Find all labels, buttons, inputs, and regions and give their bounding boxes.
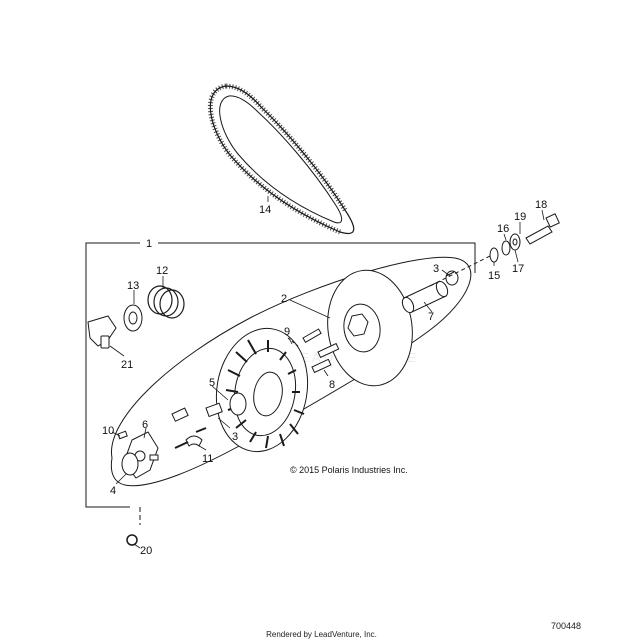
fixed-sheave — [327, 269, 413, 387]
callout-19: 19 — [514, 211, 526, 223]
callout-4: 4 — [110, 485, 116, 497]
callout-14: 14 — [259, 204, 271, 216]
callout-10: 10 — [102, 425, 114, 437]
callout-15: 15 — [488, 270, 500, 282]
leader-lines — [109, 196, 545, 549]
drive-belt — [207, 83, 355, 235]
callout-3b: 3 — [232, 431, 238, 443]
shaft-bushing — [401, 280, 449, 314]
callout-20: 20 — [140, 545, 152, 557]
callout-5: 5 — [209, 377, 215, 389]
callout-18: 18 — [535, 199, 547, 211]
housing-outline — [110, 256, 472, 487]
callout-11: 11 — [202, 453, 213, 465]
callout-16: 16 — [497, 223, 509, 235]
roller-pins — [287, 328, 340, 374]
washer — [123, 304, 143, 332]
spring — [147, 285, 185, 319]
moveable-sheave — [215, 327, 309, 453]
callout-3a: 3 — [433, 263, 439, 275]
copyright-notice: © 2015 Polaris Industries Inc. — [290, 465, 408, 475]
shift-bracket — [87, 315, 117, 349]
cover-plate — [121, 452, 139, 476]
callout-17: 17 — [512, 263, 524, 275]
roller-lower — [171, 402, 223, 449]
callouts: 1 2 3 3 4 5 6 7 8 9 10 11 12 13 14 15 16… — [102, 199, 547, 557]
catalog-number: 700448 — [550, 621, 581, 631]
callout-8: 8 — [329, 379, 335, 391]
hardware-stack — [429, 213, 560, 287]
callout-13: 13 — [127, 280, 139, 292]
callout-2: 2 — [281, 293, 287, 305]
callout-6: 6 — [142, 419, 148, 431]
callout-7: 7 — [428, 311, 434, 323]
render-credit: Rendered by LeadVenture, Inc. — [266, 630, 377, 639]
callout-21: 21 — [121, 359, 133, 371]
callout-9: 9 — [284, 326, 290, 338]
snap-ring — [126, 534, 138, 546]
callout-1: 1 — [146, 238, 152, 250]
callout-12: 12 — [156, 265, 168, 277]
sheave-hub — [229, 392, 247, 416]
